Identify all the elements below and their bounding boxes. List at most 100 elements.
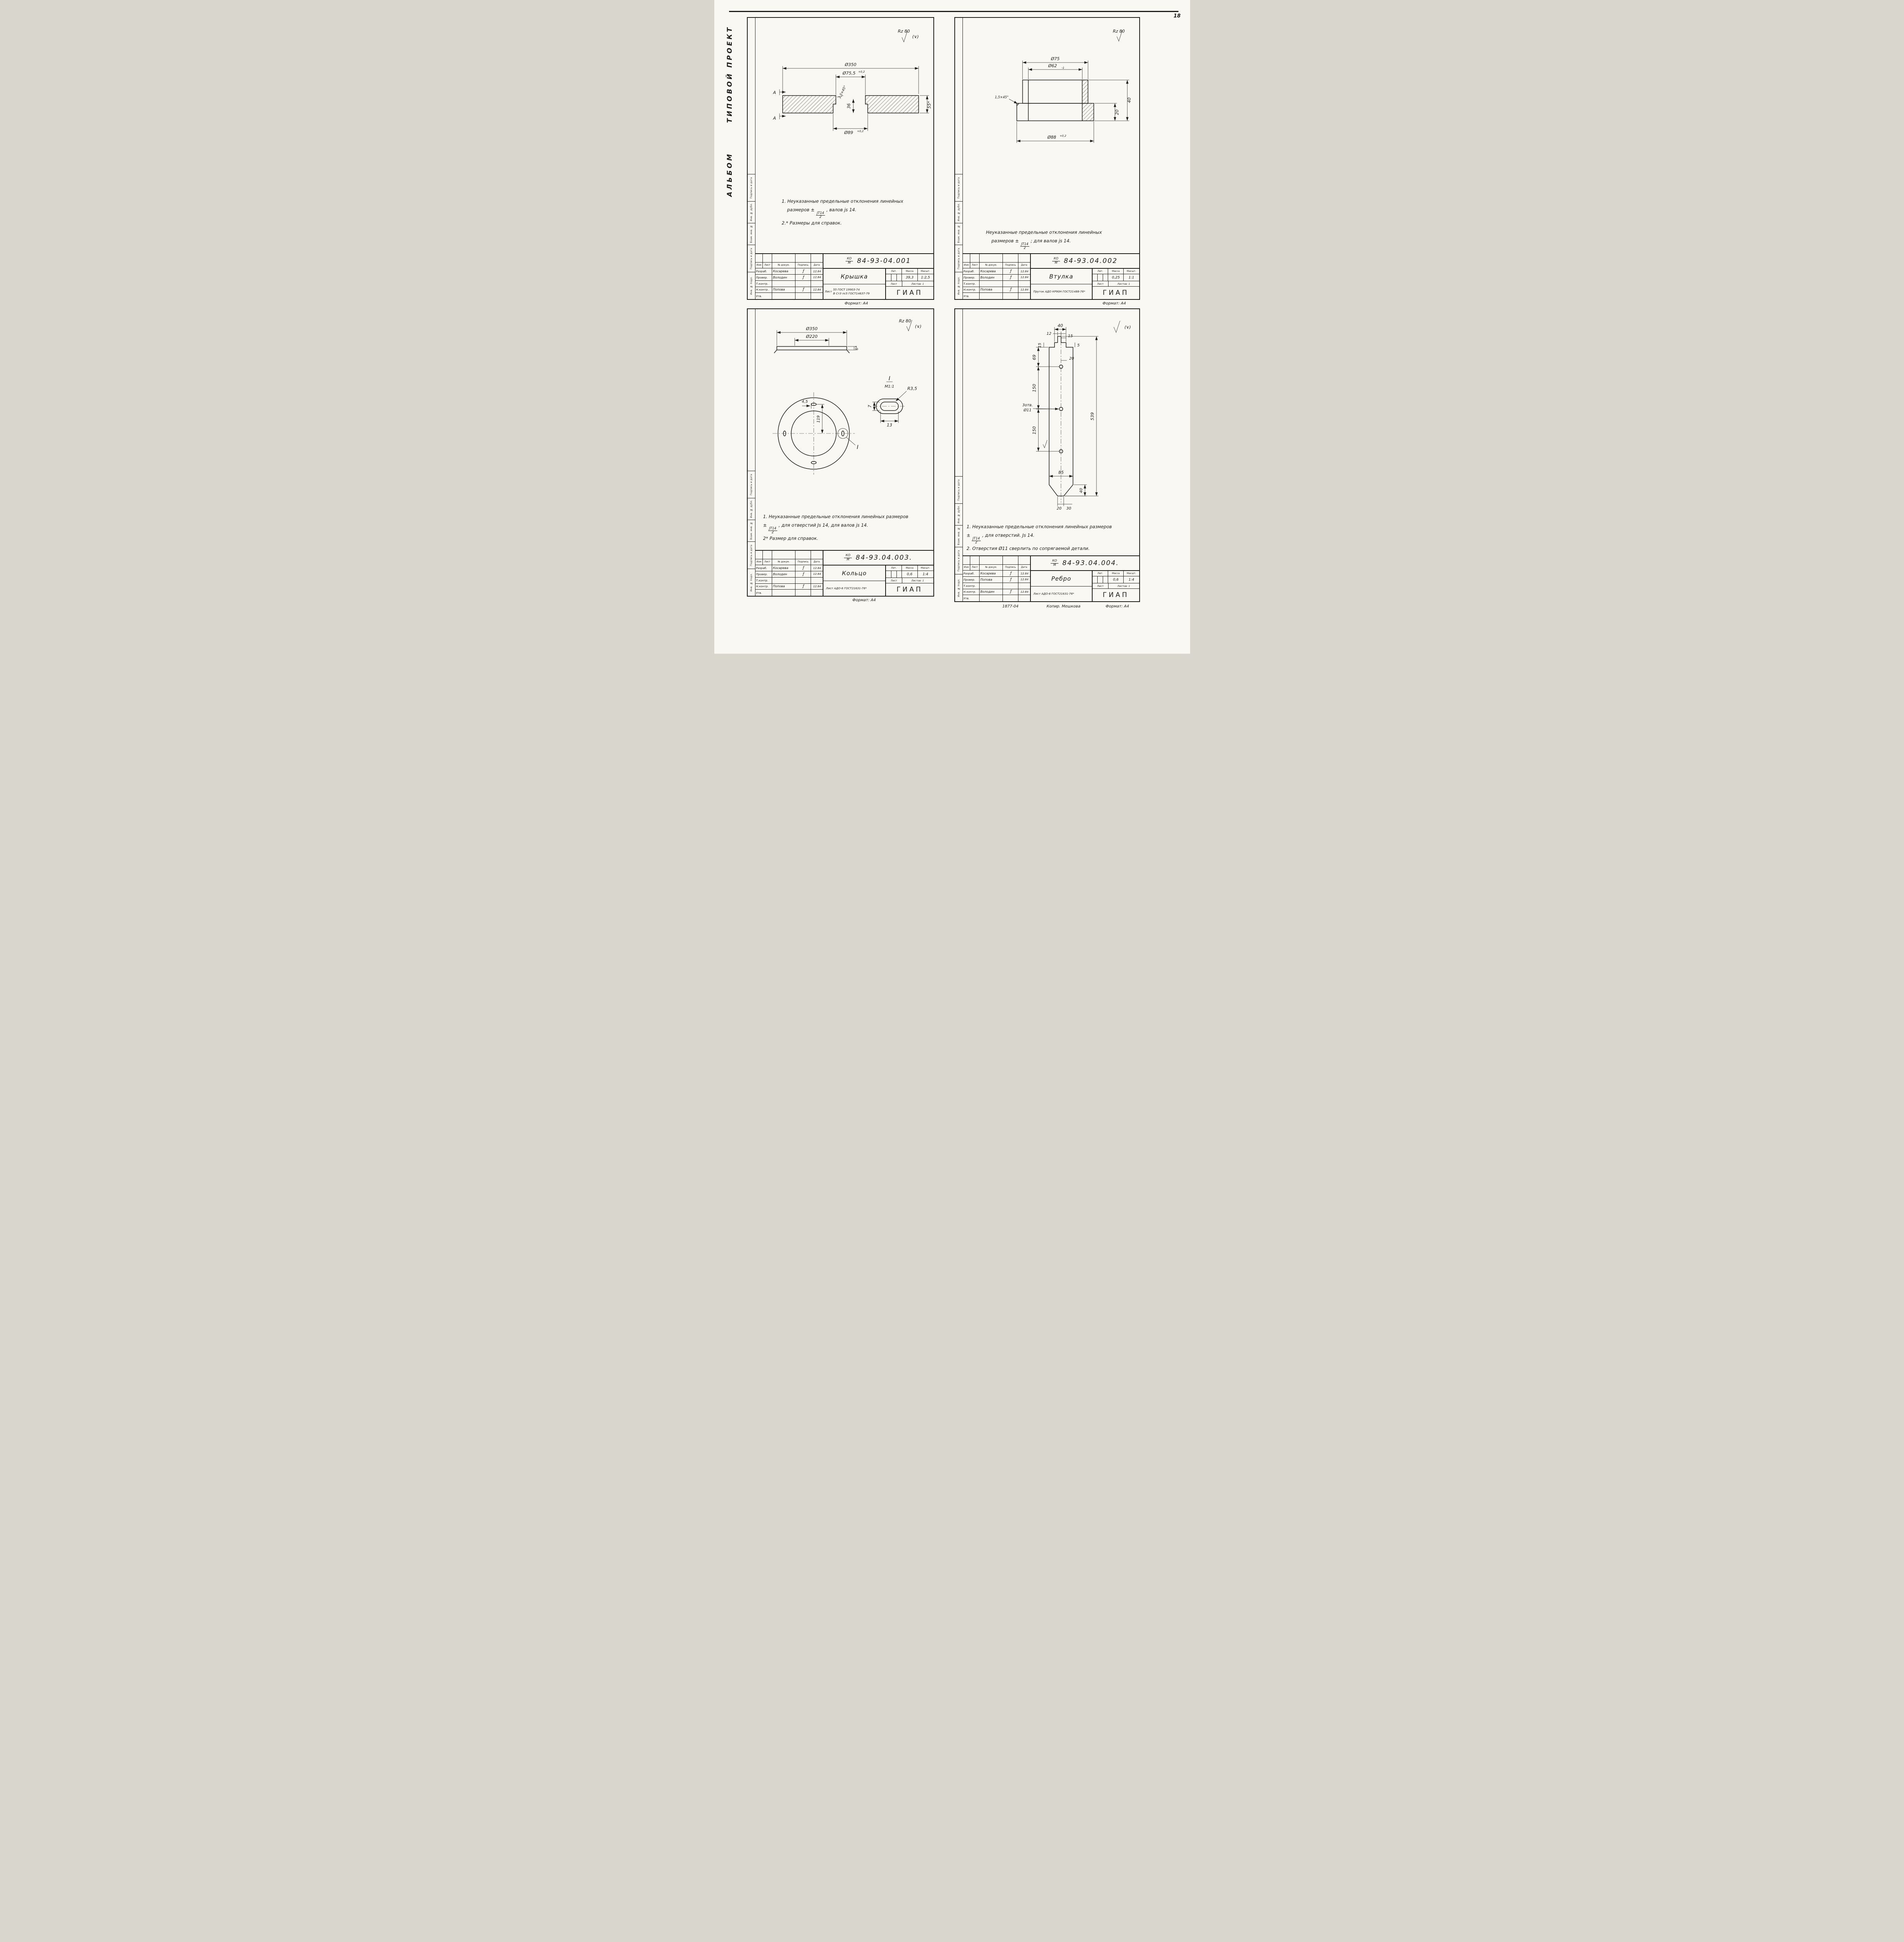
- roughness-alt-label: (∨): [1124, 325, 1131, 330]
- drawing-rebro: 40 12 15 5 15 69 20 150 150 3отв. Ø11 85…: [1022, 320, 1131, 511]
- dim-label: 20: [1114, 110, 1119, 115]
- album-title: ТИПОВОЙ ПРОЕКТ: [726, 26, 734, 123]
- dimension-lines: [779, 31, 929, 131]
- margin-label: Взам. инв. №: [747, 223, 755, 245]
- dim-label: Ø75: [1050, 56, 1059, 61]
- signature: [1003, 293, 1018, 299]
- format-label: Формат: А4: [1105, 604, 1129, 609]
- margin-label: Взам. инв. №: [747, 520, 755, 541]
- part-views: [773, 346, 903, 470]
- note-line: 1. Неуказанные предельные отклонения лин…: [781, 198, 903, 204]
- dim-label: Ø350: [806, 326, 818, 331]
- signature: ƒ: [1003, 589, 1018, 595]
- album-subtitle: АЛЬБОМ: [726, 152, 734, 197]
- dim-label: 85: [1058, 470, 1063, 475]
- note-line: 2. Отверстия Ø11 сверлить по сопрягаемой…: [966, 545, 1090, 551]
- signature: [795, 293, 811, 299]
- dim-label: 5: [1077, 343, 1079, 348]
- signature: ƒ: [795, 571, 811, 577]
- drawing-vtulka: Ø75 Ø62 -1 Ø88 +0,2 40 20 1,5×45° Rz 80: [995, 29, 1132, 143]
- signature: [795, 590, 811, 596]
- dim-label: Ø75,5: [842, 71, 855, 76]
- dim-label: 20: [1056, 506, 1062, 511]
- signature: ƒ: [795, 268, 811, 275]
- holes-note: Ø11: [1023, 408, 1031, 412]
- note-line: 1. Неуказанные предельные отклонения лин…: [763, 514, 908, 519]
- part-name: Втулка: [1030, 269, 1092, 284]
- doc-number: 84-93.04.003.: [856, 554, 912, 562]
- note-line: 1. Неуказанные предельные отклонения лин…: [966, 524, 1112, 529]
- dim-label: 69: [1032, 355, 1037, 360]
- mass-value: 0,25: [1108, 274, 1124, 281]
- dim-label: Ø89: [844, 130, 853, 135]
- dim-tolerance: -1: [1062, 66, 1064, 70]
- notes: 1. Неуказанные предельные отклонения лин…: [782, 197, 918, 228]
- signature: [795, 577, 811, 583]
- dim-label: 15: [1068, 334, 1073, 338]
- tb-row: Т.контр.: [962, 583, 1030, 589]
- dim-label: Ø220: [806, 334, 818, 339]
- sheet-vtulka: Подпись и дата Инв. № дубл. Взам. инв. №…: [954, 17, 1140, 300]
- tb-row: Т.контр.: [755, 280, 823, 287]
- dim-tolerance: +0,2: [857, 130, 864, 133]
- dim-label: 30: [1066, 506, 1071, 511]
- holes-note: 3отв.: [1022, 403, 1032, 407]
- detail-letter: I: [856, 444, 858, 451]
- sheet-kryshka: Подпись и дата Инв. № дубл. Взам. инв. №…: [747, 17, 934, 300]
- sheet-rebro: Подпись и дата Инв. № дубл. Взам. инв. №…: [954, 308, 1140, 602]
- sheet-koltso: Подпись и дата Инв. № дубл. Взам. инв. №…: [747, 308, 934, 597]
- signature: ƒ: [1003, 268, 1018, 275]
- roughness-alt-label: (∨): [912, 34, 919, 39]
- tb-row: Утв.: [963, 293, 1030, 299]
- dim-label: 55*: [927, 101, 932, 109]
- margin-strip: Подпись и дата Инв. № дубл. Взам. инв. №…: [747, 309, 755, 596]
- margin-label: Инв. № дубл.: [747, 498, 755, 520]
- tb-row: Т.контр.: [962, 280, 1030, 287]
- margin-label: Подпись и дата: [955, 547, 962, 574]
- doc-number: 84-93-04.001: [857, 257, 911, 265]
- dim-label: Ø62: [1048, 63, 1056, 68]
- change-table: [962, 556, 1030, 565]
- margin-strip: Подпись и дата Инв. № дубл. Взам. инв. №…: [747, 18, 755, 299]
- detail-scale: М1:1: [884, 385, 894, 389]
- signature: ƒ: [795, 565, 811, 571]
- dim-label: 7: [867, 405, 872, 408]
- margin-label: Инв. № подл.: [955, 272, 962, 299]
- footer-copier: Копир. Мешкова: [1046, 604, 1081, 609]
- signature: ƒ: [1003, 275, 1018, 280]
- change-table: [755, 551, 823, 559]
- margin-strip: Подпись и дата Инв. № дубл. Взам. инв. №…: [955, 18, 963, 299]
- roughness-label: Rz 80: [899, 318, 911, 324]
- tb-row: Утв.: [755, 293, 823, 299]
- tb-row: Т.контр.: [755, 577, 823, 584]
- mass-value: 39,3: [902, 274, 918, 281]
- margin-label: Подпись и дата: [747, 471, 755, 498]
- dim-label: Ø88: [1047, 135, 1056, 140]
- notes: Неуказанные предельные отклонения линейн…: [986, 228, 1126, 250]
- signature: [1003, 583, 1018, 589]
- dim-label: 4,5: [802, 400, 808, 404]
- scale-value: 1:2,5: [921, 275, 930, 280]
- margin-label: Инв. № дубл.: [747, 201, 755, 223]
